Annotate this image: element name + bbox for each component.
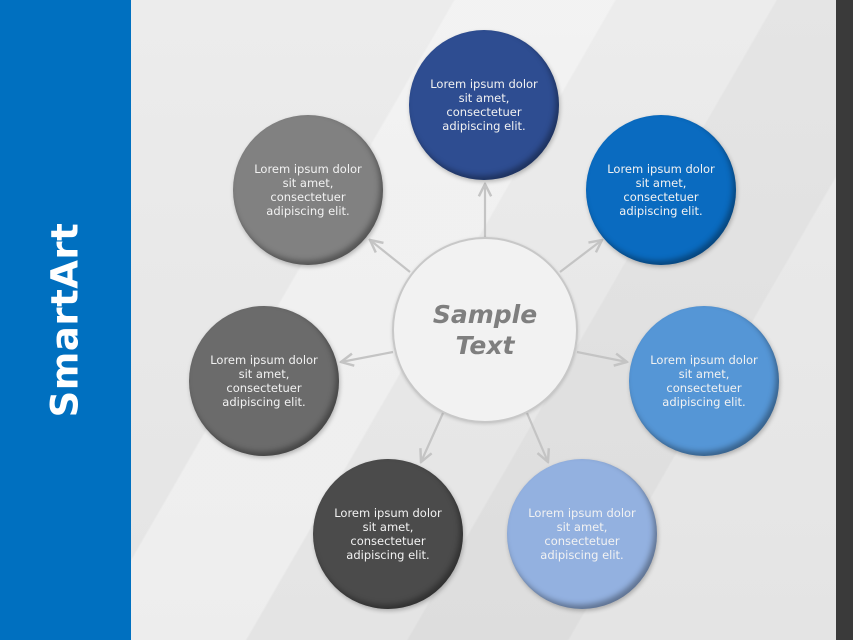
node-upper-right[interactable]: Lorem ipsum dolor sit amet, consectetuer… <box>586 115 736 265</box>
node-right[interactable]: Lorem ipsum dolor sit amet, consectetuer… <box>629 306 779 456</box>
node-text: Lorem ipsum dolor sit amet, consectetuer… <box>254 162 362 218</box>
node-text: Lorem ipsum dolor sit amet, consectetuer… <box>334 506 442 562</box>
node-text: Lorem ipsum dolor sit amet, consectetuer… <box>607 162 715 218</box>
node-top[interactable]: Lorem ipsum dolor sit amet, consectetuer… <box>409 30 559 180</box>
node-lower-right[interactable]: Lorem ipsum dolor sit amet, consectetuer… <box>507 459 657 609</box>
node-text: Lorem ipsum dolor sit amet, consectetuer… <box>650 353 758 409</box>
slide-title: SmartArt <box>43 222 87 418</box>
sidebar: SmartArt <box>0 0 131 640</box>
right-edge-bar <box>836 0 853 640</box>
node-text: Lorem ipsum dolor sit amet, consectetuer… <box>210 353 318 409</box>
center-label-line2: Text <box>455 331 515 360</box>
node-text: Lorem ipsum dolor sit amet, consectetuer… <box>528 506 636 562</box>
node-lower-left[interactable]: Lorem ipsum dolor sit amet, consectetuer… <box>313 459 463 609</box>
center-label-line1: Sample <box>432 300 538 329</box>
center-node[interactable]: Sample Text <box>392 237 578 423</box>
node-text: Lorem ipsum dolor sit amet, consectetuer… <box>430 77 538 133</box>
node-left[interactable]: Lorem ipsum dolor sit amet, consectetuer… <box>189 306 339 456</box>
node-upper-left[interactable]: Lorem ipsum dolor sit amet, consectetuer… <box>233 115 383 265</box>
